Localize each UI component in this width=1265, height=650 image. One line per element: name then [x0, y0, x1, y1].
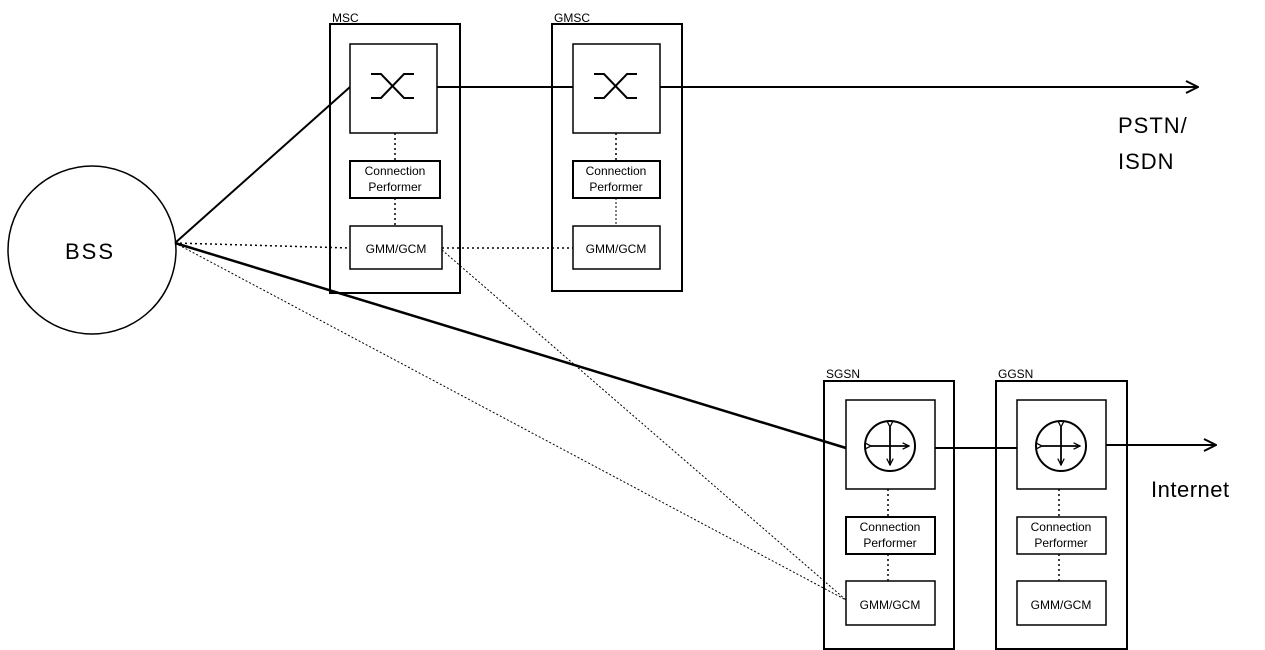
msc-gmm-label: GMM/GCM [366, 242, 427, 256]
ggsn-label: GGSN [998, 367, 1033, 381]
bss-node: BSS [7, 165, 177, 335]
sgsn-cp-line1: Connection [860, 520, 921, 534]
gmsc-switch-box [572, 43, 661, 134]
bss-circle [7, 165, 177, 335]
bss-sgsn-gmm-signalling [174, 242, 847, 601]
msc-switch-box [349, 43, 438, 134]
msc-label: MSC [332, 11, 359, 25]
sgsn-gmm-box [845, 580, 936, 626]
ggsn-gmm-box [1016, 580, 1107, 626]
pstn-isdn-label: PSTN/ ISDN [1118, 113, 1188, 174]
circuit-switch-icon [594, 73, 637, 99]
gmsc-frame [551, 23, 683, 292]
ggsn-node: GGSN Connection Performer GMM/GCM [995, 367, 1128, 650]
sgsn-node: SGSN Connection Performer GMM/GCM [823, 367, 955, 650]
sgsn-cp-line2: Performer [863, 536, 916, 550]
msc-cp-line2: Performer [368, 180, 421, 194]
ggsn-cp-line2: Performer [1034, 536, 1087, 550]
ggsn-gmm-label: GMM/GCM [1031, 598, 1092, 612]
gmsc-cp-line2: Performer [589, 180, 642, 194]
msc-sgsn-gmm-signalling [441, 249, 847, 601]
bss-msc-gmm-signalling [174, 242, 351, 249]
msc-frame [329, 23, 461, 294]
packet-router-icon [1035, 420, 1087, 472]
ggsn-connection-performer-box [1016, 516, 1107, 555]
msc-node: MSC Connection Performer GMM/GCM [329, 11, 461, 294]
sgsn-label: SGSN [826, 367, 860, 381]
gmsc-gmm-label: GMM/GCM [586, 242, 647, 256]
bss-label: BSS [65, 239, 115, 264]
bss-sgsn-link [174, 241, 847, 450]
circuit-switch-icon [371, 73, 414, 99]
sgsn-connection-performer-box [845, 516, 936, 555]
sgsn-router-box [845, 399, 936, 490]
internet-label: Internet [1151, 477, 1230, 502]
gmsc-label: GMSC [554, 11, 590, 25]
packet-router-icon [864, 420, 916, 472]
msc-cp-line1: Connection [365, 164, 426, 178]
sgsn-frame [823, 380, 955, 650]
gmsc-cp-line1: Connection [586, 164, 647, 178]
ggsn-frame [995, 380, 1128, 650]
pstn-line1: PSTN/ [1118, 113, 1188, 138]
gmsc-node: GMSC Connection Performer GMM/GCM [551, 11, 683, 292]
pstn-line2: ISDN [1118, 149, 1175, 174]
sgsn-gmm-label: GMM/GCM [860, 598, 921, 612]
bss-msc-link [174, 86, 351, 244]
ggsn-cp-line1: Connection [1031, 520, 1092, 534]
